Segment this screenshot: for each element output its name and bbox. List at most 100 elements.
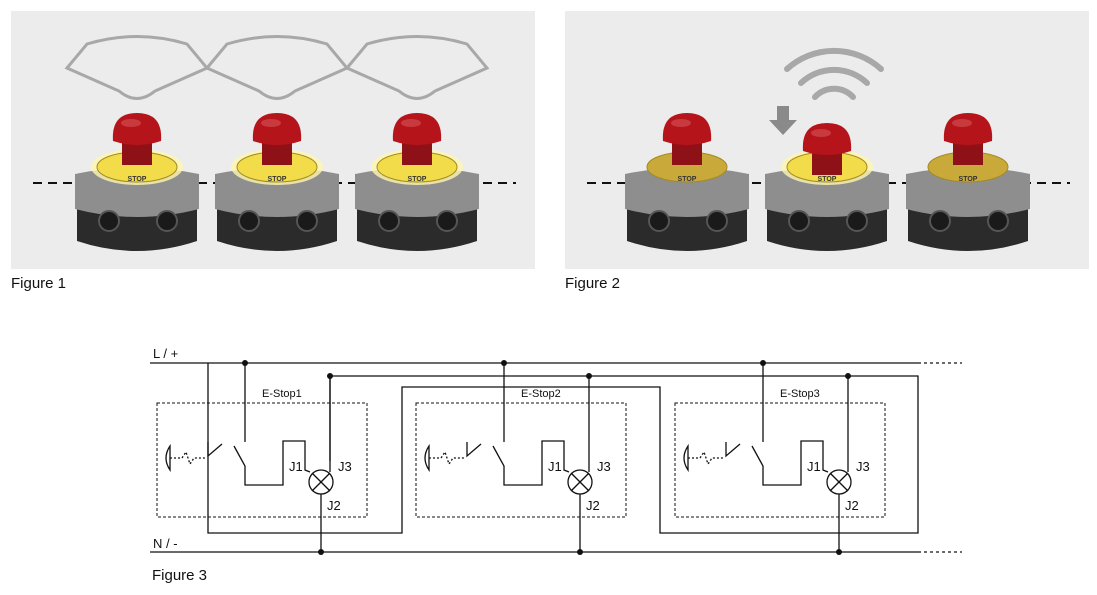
lamp-cross bbox=[570, 472, 590, 492]
button-highlight bbox=[261, 119, 281, 127]
station-label: E-Stop1 bbox=[262, 388, 302, 400]
junction-dot bbox=[242, 360, 248, 366]
stop-ring-label: STOP bbox=[268, 176, 287, 183]
cable-gland bbox=[846, 210, 868, 232]
junction-dot bbox=[760, 360, 766, 366]
cable-gland bbox=[788, 210, 810, 232]
wireless-signal-icon bbox=[784, 47, 884, 100]
figure-2-caption: Figure 2 bbox=[565, 275, 621, 292]
housing-body bbox=[625, 167, 749, 217]
junction-dot bbox=[501, 360, 507, 366]
stop-ring-label: STOP bbox=[408, 176, 427, 183]
cable-gland bbox=[296, 210, 318, 232]
mushroom-button bbox=[112, 113, 162, 145]
figure-1-illustration: STOP STOP STOP bbox=[33, 35, 516, 251]
no-contact-wiring bbox=[233, 440, 311, 486]
terminal-j1-label: J1 bbox=[548, 459, 562, 474]
no-contact-wiring bbox=[492, 440, 570, 486]
lamp-cross bbox=[311, 472, 331, 492]
actuator-symbol bbox=[165, 443, 171, 473]
button-highlight bbox=[671, 119, 691, 127]
mushroom-button bbox=[392, 113, 442, 145]
loop-wiring bbox=[207, 363, 919, 534]
figure-1-panel: STOP STOP STOP bbox=[11, 11, 535, 269]
terminal-j2-label: J2 bbox=[586, 498, 600, 513]
signal-zone-icon bbox=[344, 35, 490, 100]
junction-dot bbox=[327, 373, 333, 379]
button-highlight bbox=[952, 119, 972, 127]
terminal-j2-label: J2 bbox=[845, 498, 859, 513]
line-label: L / + bbox=[153, 346, 178, 361]
estop-station bbox=[415, 360, 627, 555]
terminal-j2-label: J2 bbox=[327, 498, 341, 513]
estop-device: STOP bbox=[765, 123, 889, 251]
press-down-arrow-icon bbox=[769, 106, 797, 135]
estop-device: STOP bbox=[344, 35, 490, 251]
station-label: E-Stop2 bbox=[521, 388, 561, 400]
cable-gland bbox=[156, 210, 178, 232]
figure-1-caption: Figure 1 bbox=[11, 275, 67, 292]
junction-dot bbox=[318, 549, 324, 555]
junction-dot bbox=[586, 373, 592, 379]
estop-device: STOP bbox=[204, 35, 350, 251]
cable-gland bbox=[98, 210, 120, 232]
cable-gland bbox=[706, 210, 728, 232]
terminal-j3-label: J3 bbox=[597, 459, 611, 474]
lamp-symbol bbox=[567, 469, 593, 495]
stop-ring-label: STOP bbox=[128, 176, 147, 183]
figure-2-illustration: STOP STOP STOP bbox=[587, 47, 1070, 251]
neutral-label: N / - bbox=[153, 536, 178, 551]
lamp-cross bbox=[829, 472, 849, 492]
mushroom-button bbox=[943, 113, 993, 145]
mushroom-button bbox=[252, 113, 302, 145]
terminal-j3-label: J3 bbox=[856, 459, 870, 474]
estop-device: STOP bbox=[64, 35, 210, 251]
stop-ring-label: STOP bbox=[818, 176, 837, 183]
lamp-symbol bbox=[826, 469, 852, 495]
lamp-symbol bbox=[308, 469, 334, 495]
button-highlight bbox=[401, 119, 421, 127]
junction-dot bbox=[836, 549, 842, 555]
station-enclosure bbox=[415, 402, 627, 518]
terminal-j1-label: J1 bbox=[289, 459, 303, 474]
estop-device: STOP bbox=[625, 113, 749, 251]
actuator-link bbox=[170, 450, 205, 466]
estop-station bbox=[156, 360, 368, 555]
lamp-cross bbox=[570, 472, 590, 492]
cable-gland bbox=[436, 210, 458, 232]
nc-contact bbox=[466, 442, 482, 458]
signal-zone-icon bbox=[204, 35, 350, 100]
no-contact-wiring bbox=[751, 440, 829, 486]
cable-gland bbox=[929, 210, 951, 232]
button-highlight bbox=[811, 129, 831, 137]
station-label: E-Stop3 bbox=[780, 388, 820, 400]
station-enclosure bbox=[156, 402, 368, 518]
mushroom-button bbox=[802, 123, 852, 155]
estop-device: STOP bbox=[906, 113, 1030, 251]
cable-gland bbox=[987, 210, 1009, 232]
stop-ring-label: STOP bbox=[959, 176, 978, 183]
lamp-cross bbox=[829, 472, 849, 492]
nc-contact bbox=[207, 442, 223, 458]
mushroom-button bbox=[662, 113, 712, 145]
cable-gland bbox=[648, 210, 670, 232]
figure-2-panel: STOP STOP STOP bbox=[565, 11, 1089, 269]
stop-ring-label: STOP bbox=[678, 176, 697, 183]
junction-dot bbox=[577, 549, 583, 555]
figure-3-caption: Figure 3 bbox=[152, 567, 208, 584]
actuator-symbol bbox=[424, 443, 430, 473]
station-enclosure bbox=[674, 402, 886, 518]
cable-gland bbox=[238, 210, 260, 232]
button-highlight bbox=[121, 119, 141, 127]
signal-zone-icon bbox=[64, 35, 210, 100]
terminal-j1-label: J1 bbox=[807, 459, 821, 474]
actuator-symbol bbox=[683, 443, 689, 473]
actuator-link bbox=[688, 450, 723, 466]
lamp-cross bbox=[311, 472, 331, 492]
junction-dot bbox=[845, 373, 851, 379]
housing-body bbox=[906, 167, 1030, 217]
cable-gland bbox=[378, 210, 400, 232]
actuator-link bbox=[429, 450, 464, 466]
nc-contact bbox=[725, 442, 741, 458]
terminal-j3-label: J3 bbox=[338, 459, 352, 474]
